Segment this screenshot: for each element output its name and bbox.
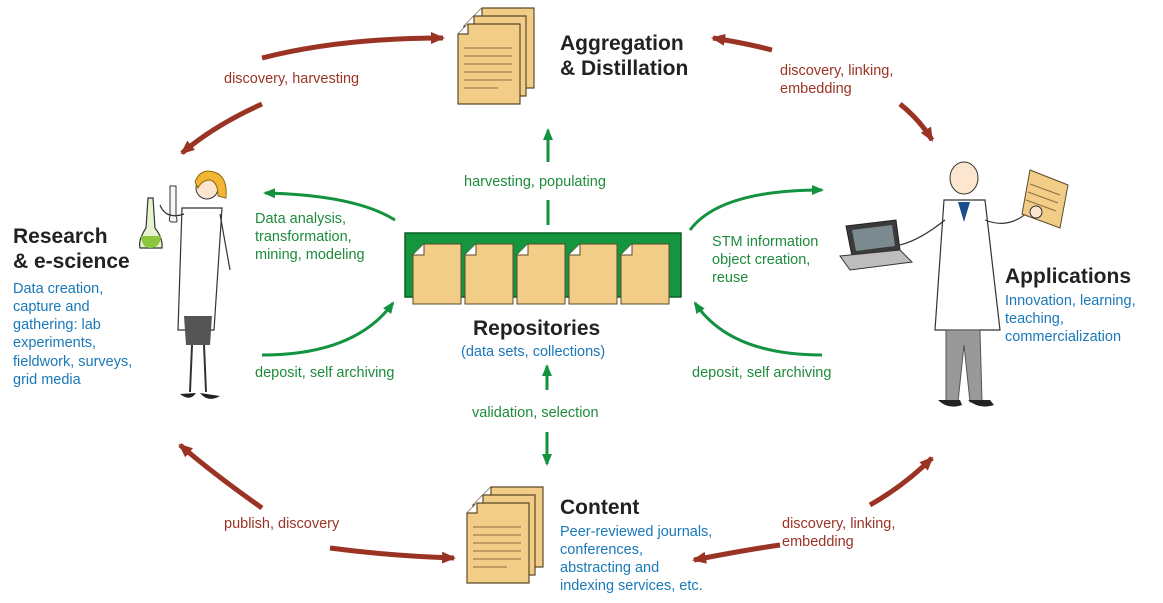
female-scientist-icon (139, 170, 231, 399)
arrow-aggregation-out (711, 33, 773, 53)
label-top-right-discovery: discovery, linking, embedding (780, 63, 894, 98)
outer-arrows (178, 32, 935, 564)
arrow-repo-to-stm (688, 185, 824, 231)
arrow-deposit-to-repo (261, 301, 395, 357)
label-publish-discovery: publish, discovery (224, 516, 340, 532)
repositories-title: Repositories (473, 317, 601, 340)
label-data-analysis: Data analysis, transformation, mining, m… (255, 211, 365, 264)
label-deposit-right: deposit, self archiving (692, 365, 832, 381)
repository-icon (404, 232, 682, 305)
inner-arrows (261, 128, 824, 466)
applications-title: Applications (1005, 265, 1132, 288)
laptop-icon (839, 219, 914, 271)
research-description: Data creation, capture and gathering: la… (13, 281, 133, 388)
document-stack-icon (466, 486, 544, 584)
applications-description: Innovation, learning, teaching, commerci… (1005, 293, 1136, 346)
document-stack-icon (457, 7, 535, 105)
arrow-bottom-right-up (868, 456, 934, 508)
arrow-repo-to-analysis (263, 188, 396, 222)
label-deposit-left: deposit, self archiving (255, 365, 395, 381)
arrow-bottom-left-up (178, 443, 264, 511)
label-validation-selection: validation, selection (472, 405, 599, 421)
arrow-top-left-down (180, 101, 264, 155)
label-stm-information: STM information object creation, reuse (712, 234, 819, 287)
label-bottom-right-discovery: discovery, linking, embedding (782, 516, 896, 551)
aggregation-title: Aggregation & Distillation (560, 32, 689, 81)
content-description: Peer-reviewed journals, conferences, abs… (560, 524, 713, 595)
label-discovery-harvesting: discovery, harvesting (224, 71, 360, 87)
arrow-deposit-right-to-repo (693, 301, 823, 357)
arrow-to-content (329, 545, 456, 564)
content-title: Content (560, 496, 640, 519)
research-title: Research & e-science (13, 225, 130, 274)
label-harvesting-populating: harvesting, populating (464, 174, 606, 190)
repositories-subtitle: (data sets, collections) (461, 344, 606, 360)
arrow-content-from-right (692, 542, 781, 564)
male-scientist-icon (899, 161, 1069, 407)
arrow-research-to-aggregation (261, 32, 445, 61)
arrow-top-right-down (898, 102, 935, 142)
